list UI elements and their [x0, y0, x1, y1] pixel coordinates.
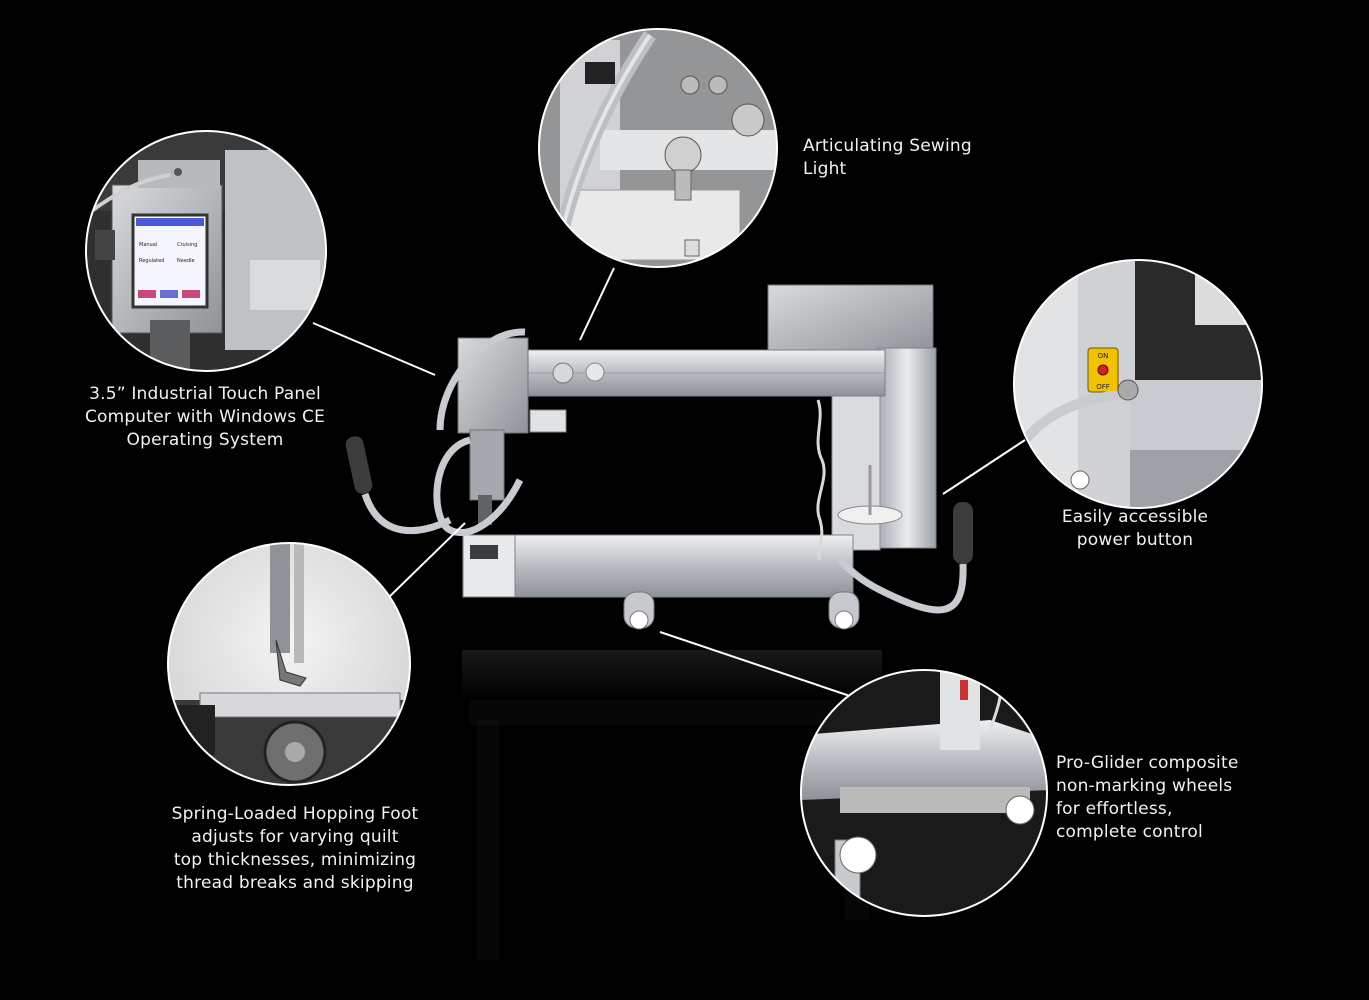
quilting-machine: [345, 284, 973, 700]
leader-lines: [312, 267, 1026, 698]
power-switch-on-label: ON: [1098, 352, 1109, 360]
callout-power-button: Easily accessible power button: [1061, 507, 1209, 550]
wheels-detail-circle: [800, 669, 1048, 917]
screen-row-manual: Manual: [139, 242, 157, 248]
sewing-light-detail-circle: [538, 28, 778, 268]
leader-line-power-button: [942, 439, 1026, 495]
right-handle: [837, 502, 973, 614]
power-switch-off-label: OFF: [1096, 383, 1110, 391]
leader-line-hopping-foot: [385, 522, 466, 601]
power-button-detail-circle: ON OFF: [1013, 259, 1263, 509]
leader-line-sewing-light: [579, 267, 615, 341]
floor-reflection: [462, 650, 882, 700]
screen-row-regulated: Regulated: [139, 258, 164, 264]
machine-head: [457, 337, 529, 434]
leader-line-touch-panel: [312, 322, 436, 376]
callout-sewing-light: Articulating Sewing Light: [803, 136, 972, 179]
leader-line-wheels: [659, 631, 854, 698]
callout-touch-panel: 3.5” Industrial Touch Panel Computer wit…: [84, 384, 326, 450]
callout-hopping-foot: Spring-Loaded Hopping Foot adjusts for v…: [171, 804, 419, 893]
machine-base: [462, 534, 854, 598]
left-handle: [345, 328, 526, 537]
touch-panel-detail-circle: Manual Cruising Regulated Needle: [85, 130, 327, 372]
hopping-foot-detail-circle: [167, 542, 411, 786]
motor-housing: [767, 284, 934, 354]
screen-row-needle: Needle: [177, 258, 195, 264]
glider-wheels: [623, 591, 860, 630]
callout-wheels: Pro-Glider composite non-marking wheels …: [1056, 753, 1239, 842]
screen-row-cruising: Cruising: [177, 242, 197, 248]
